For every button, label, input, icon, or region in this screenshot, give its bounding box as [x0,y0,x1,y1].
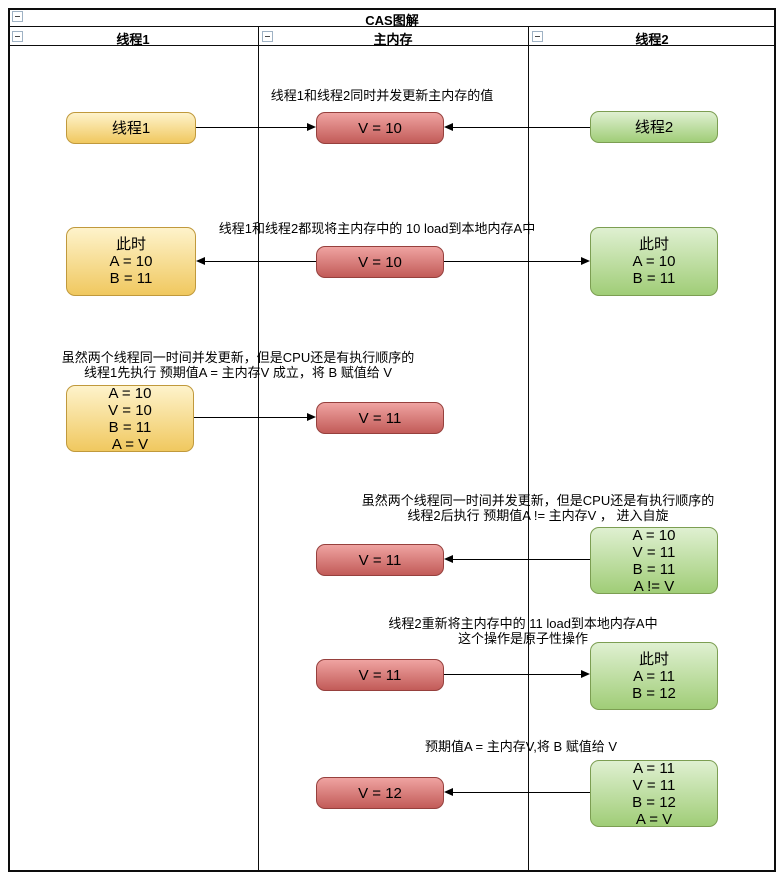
thread1-box-row2[interactable]: 此时 A = 10 B = 11 [66,227,196,296]
box-line: B = 11 [108,418,152,436]
box-line: A != V [633,577,675,595]
annotation-row5: 线程2重新将主内存中的 11 load到本地内存A中 这个操作是原子性操作 [388,616,657,646]
thread2-box-row6[interactable]: A = 11 V = 11 B = 12 A = V [590,759,718,828]
thread2-box-row5[interactable]: 此时 A = 11 B = 12 [590,642,718,710]
box-line: V = 11 [632,776,676,794]
arrow-thread1-to-memory-row1 [196,123,316,131]
lane1-collapse-icon[interactable] [12,31,23,42]
annotation-row1: 线程1和线程2同时并发更新主内存的值 [270,88,494,103]
arrow-thread1-to-memory-row3 [194,413,316,421]
memory-box-row5[interactable]: V = 11 [316,659,444,691]
arrow-memory-to-thread2-row5 [444,670,590,678]
box-line: 此时 [115,236,146,253]
thread2-box-row2[interactable]: 此时 A = 10 B = 11 [590,227,718,296]
thread1-box-row3[interactable]: A = 10 V = 10 B = 11 A = V [66,384,194,453]
box-line: B = 12 [632,793,676,811]
box-line: B = 11 [632,270,676,287]
box-line: B = 11 [109,270,153,287]
memory-box-row1[interactable]: V = 10 [316,112,444,144]
memory-box-row4[interactable]: V = 11 [316,544,444,576]
box-line: V = 10 [358,119,402,137]
box-line: V = 11 [358,551,402,569]
box-line: A = 10 [108,384,152,402]
box-line: A = 10 [632,253,676,270]
box-line: 此时 [638,650,669,668]
memory-box-row2[interactable]: V = 10 [316,246,444,278]
box-line: V = 10 [358,253,402,271]
box-line: B = 11 [632,560,676,578]
box-line: V = 10 [108,401,152,419]
annotation-line: 虽然两个线程同一时间并发更新，但是CPU还是有执行顺序的 [361,493,715,508]
box-line: V = 11 [358,409,402,427]
box-line: A = 10 [632,526,676,544]
pool-title: CAS图解 [365,13,419,28]
arrow-memory-to-thread2-row2 [444,257,590,265]
box-line: 此时 [638,236,669,253]
box-line: B = 12 [632,684,676,702]
arrow-memory-to-thread1-row2 [196,257,316,265]
annotation-line: 线程1先执行 预期值A = 主内存V 成立，将 B 赋值给 V [83,365,393,380]
pool-collapse-icon[interactable] [12,11,23,22]
box-line: A = 10 [109,253,153,270]
annotation-line: 这个操作是原子性操作 [457,631,589,646]
memory-box-row6[interactable]: V = 12 [316,777,444,809]
lane-separator-1 [258,27,259,871]
box-line: V = 12 [358,784,402,802]
arrow-thread2-to-memory-row1 [444,123,590,131]
annotation-line: 线程2后执行 预期值A != 主内存V ， 进入自旋 [407,508,669,523]
thread1-box-row1[interactable]: 线程1 [66,112,196,144]
arrow-thread2-to-memory-row6 [444,788,590,796]
pool-border [8,8,776,872]
memory-box-row3[interactable]: V = 11 [316,402,444,434]
box-line: A = 11 [633,759,675,777]
lane-header-divider [8,45,774,46]
lane3-collapse-icon[interactable] [532,31,543,42]
box-line: V = 11 [358,666,402,684]
box-line: A = V [111,435,149,453]
box-line: 线程2 [634,118,674,136]
box-line: A = V [635,810,673,828]
annotation-row2: 线程1和线程2都现将主内存中的 10 load到本地内存A中 [218,221,536,236]
box-line: 线程1 [111,119,151,137]
lane-label-thread1: 线程1 [116,32,150,47]
annotation-row6: 预期值A = 主内存V,将 B 赋值给 V [424,739,618,754]
box-line: A = 11 [633,667,675,685]
box-line: V = 11 [632,543,676,561]
arrow-thread2-to-memory-row4 [444,555,590,563]
thread2-box-row4[interactable]: A = 10 V = 11 B = 11 A != V [590,526,718,595]
lane-label-memory: 主内存 [373,32,413,47]
lane-separator-2 [528,27,529,871]
title-divider [8,26,774,27]
annotation-line: 线程2重新将主内存中的 11 load到本地内存A中 [388,616,658,631]
lane2-collapse-icon[interactable] [262,31,273,42]
lane-label-thread2: 线程2 [635,32,669,47]
annotation-row3: 虽然两个线程同一时间并发更新，但是CPU还是有执行顺序的 线程1先执行 预期值A… [62,350,414,380]
annotation-line: 虽然两个线程同一时间并发更新，但是CPU还是有执行顺序的 [61,350,415,365]
annotation-row4: 虽然两个线程同一时间并发更新，但是CPU还是有执行顺序的 线程2后执行 预期值A… [362,493,714,523]
thread2-box-row1[interactable]: 线程2 [590,111,718,143]
